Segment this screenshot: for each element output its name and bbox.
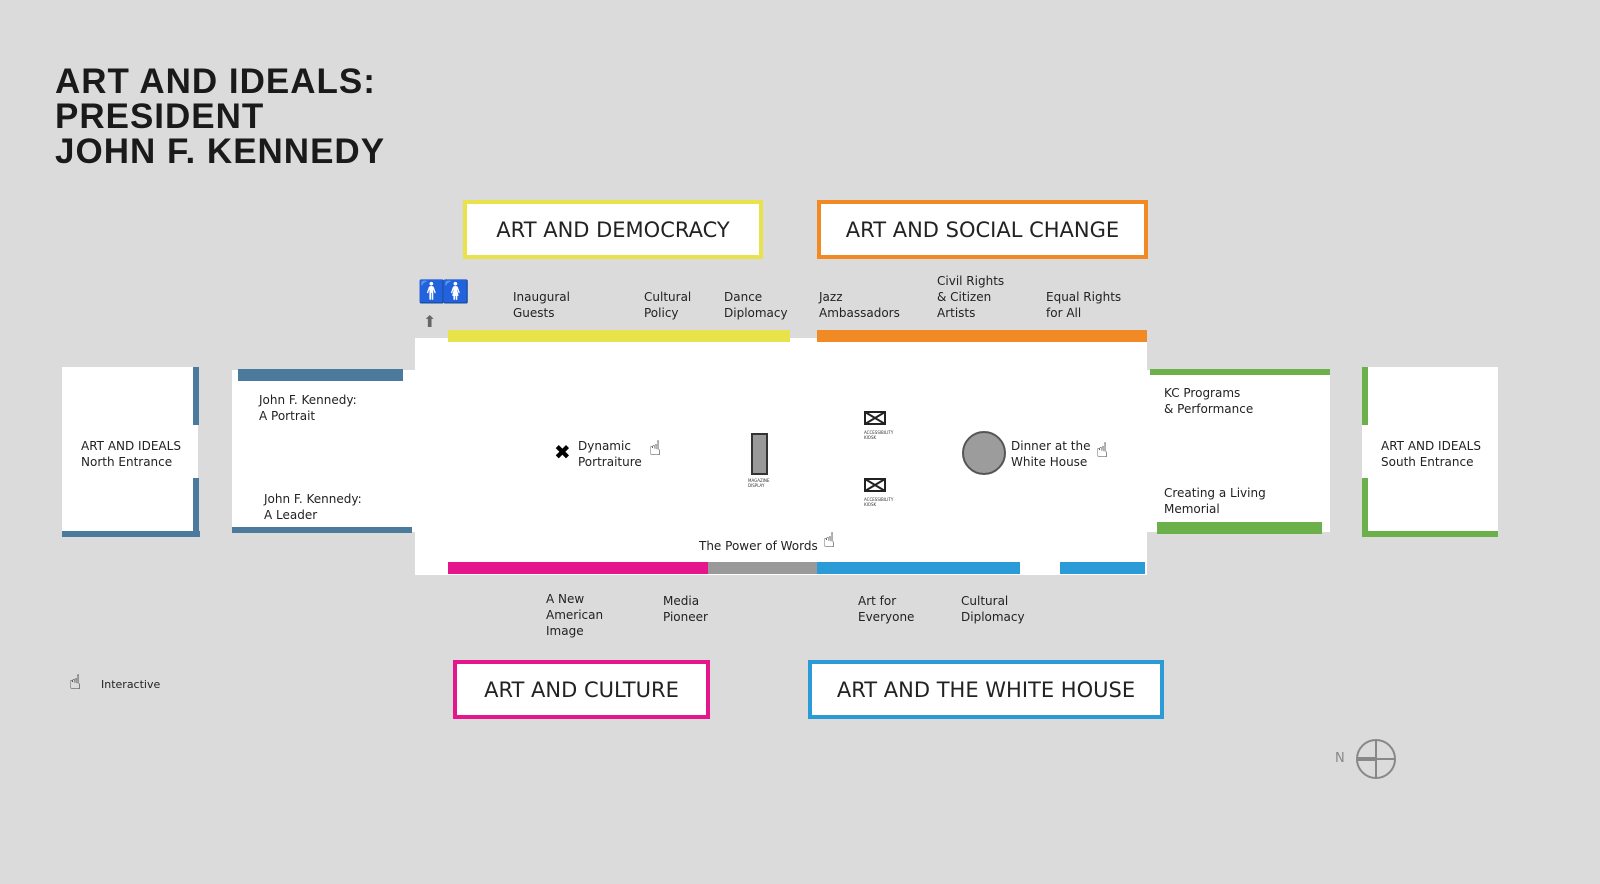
democracy-wall bbox=[448, 330, 790, 342]
label-kiosk: ACCESSIBILITY KIOSK bbox=[864, 497, 894, 507]
interactive-touch-icon[interactable]: ☝ bbox=[1096, 438, 1109, 462]
compass-label: N bbox=[1335, 751, 1345, 766]
label-magazine-display: MAGAZINE DISPLAY bbox=[748, 478, 770, 488]
label-south-entrance: ART AND IDEALS South Entrance bbox=[1381, 439, 1481, 469]
accessibility-kiosk-icon bbox=[864, 411, 886, 425]
memorial-gallery bbox=[1145, 370, 1330, 532]
dining-table bbox=[962, 431, 1006, 475]
label-cultural-policy: Cultural Policy bbox=[644, 290, 692, 320]
label-new-american-image: A New American Image bbox=[546, 592, 604, 638]
section-art-and-democracy[interactable]: ART AND DEMOCRACY bbox=[463, 200, 763, 259]
leader-wall bbox=[232, 527, 412, 533]
label-living-memorial: Creating a Living Memorial bbox=[1164, 486, 1266, 516]
label-kc-programs: KC Programs & Performance bbox=[1164, 386, 1254, 416]
interactive-touch-icon[interactable]: ☝ bbox=[823, 528, 836, 552]
north-wall bbox=[193, 367, 199, 425]
culture-wall bbox=[448, 562, 708, 574]
portrait-gallery bbox=[232, 370, 417, 532]
label-inaugural-guests: Inaugural Guests bbox=[513, 290, 570, 320]
memorial-wall bbox=[1157, 522, 1322, 534]
section-art-and-social-change[interactable]: ART AND SOCIAL CHANGE bbox=[817, 200, 1148, 259]
white-house-wall bbox=[1060, 562, 1145, 574]
main-hall bbox=[415, 338, 1147, 575]
label-media-pioneer: Media Pioneer bbox=[663, 594, 708, 624]
north-wall bbox=[62, 531, 200, 537]
label-equal-rights: Equal Rights for All bbox=[1046, 290, 1122, 320]
north-wall bbox=[193, 478, 199, 536]
south-entrance-room bbox=[1362, 367, 1498, 535]
page-title: ART AND IDEALS: PRESIDENT JOHN F. KENNED… bbox=[55, 64, 385, 169]
magazine-display bbox=[751, 433, 768, 475]
label-dance-diplomacy: Dance Diplomacy bbox=[724, 290, 788, 320]
arrow-up-icon: ⬆ bbox=[423, 312, 437, 331]
label-jfk-portrait: John F. Kennedy: A Portrait bbox=[259, 393, 357, 423]
section-art-and-culture[interactable]: ART AND CULTURE bbox=[453, 660, 710, 719]
accessibility-kiosk-icon bbox=[864, 478, 886, 492]
restroom-icon: 🚹🚺 bbox=[418, 280, 470, 305]
media-wall bbox=[708, 562, 817, 574]
title-line: ART AND IDEALS: bbox=[55, 62, 376, 101]
label-north-entrance: ART AND IDEALS North Entrance bbox=[81, 439, 181, 469]
north-entrance-room bbox=[62, 367, 198, 535]
label-civil-rights: Civil Rights & Citizen Artists bbox=[937, 274, 1005, 320]
title-line: PRESIDENT bbox=[55, 97, 265, 136]
label-jazz-ambassadors: Jazz Ambassadors bbox=[819, 290, 900, 320]
label-dynamic-portraiture[interactable]: Dynamic Portraiture bbox=[578, 439, 642, 469]
portrait-display-icon: ✖ bbox=[554, 440, 571, 464]
portrait-wall bbox=[238, 369, 403, 381]
label-power-of-words[interactable]: The Power of Words bbox=[699, 539, 818, 553]
section-art-and-the-white-house[interactable]: ART AND THE WHITE HOUSE bbox=[808, 660, 1164, 719]
south-wall bbox=[1362, 531, 1498, 537]
south-wall bbox=[1362, 478, 1368, 536]
label-jfk-leader: John F. Kennedy: A Leader bbox=[264, 492, 362, 522]
compass-icon bbox=[1356, 739, 1396, 779]
interactive-touch-icon[interactable]: ☝ bbox=[649, 436, 662, 460]
legend-interactive: Interactive bbox=[101, 678, 161, 691]
title-line: JOHN F. KENNEDY bbox=[55, 132, 386, 171]
label-dinner-white-house[interactable]: Dinner at the White House bbox=[1011, 439, 1091, 469]
social-change-wall bbox=[817, 330, 1147, 342]
south-wall bbox=[1362, 367, 1368, 425]
white-house-wall bbox=[817, 562, 1020, 574]
label-kiosk: ACCESSIBILITY KIOSK bbox=[864, 430, 894, 440]
interactive-legend-icon: ☝ bbox=[69, 670, 82, 694]
kc-wall bbox=[1150, 369, 1330, 375]
label-art-for-everyone: Art for Everyone bbox=[858, 594, 915, 624]
label-cultural-diplomacy: Cultural Diplomacy bbox=[961, 594, 1025, 624]
